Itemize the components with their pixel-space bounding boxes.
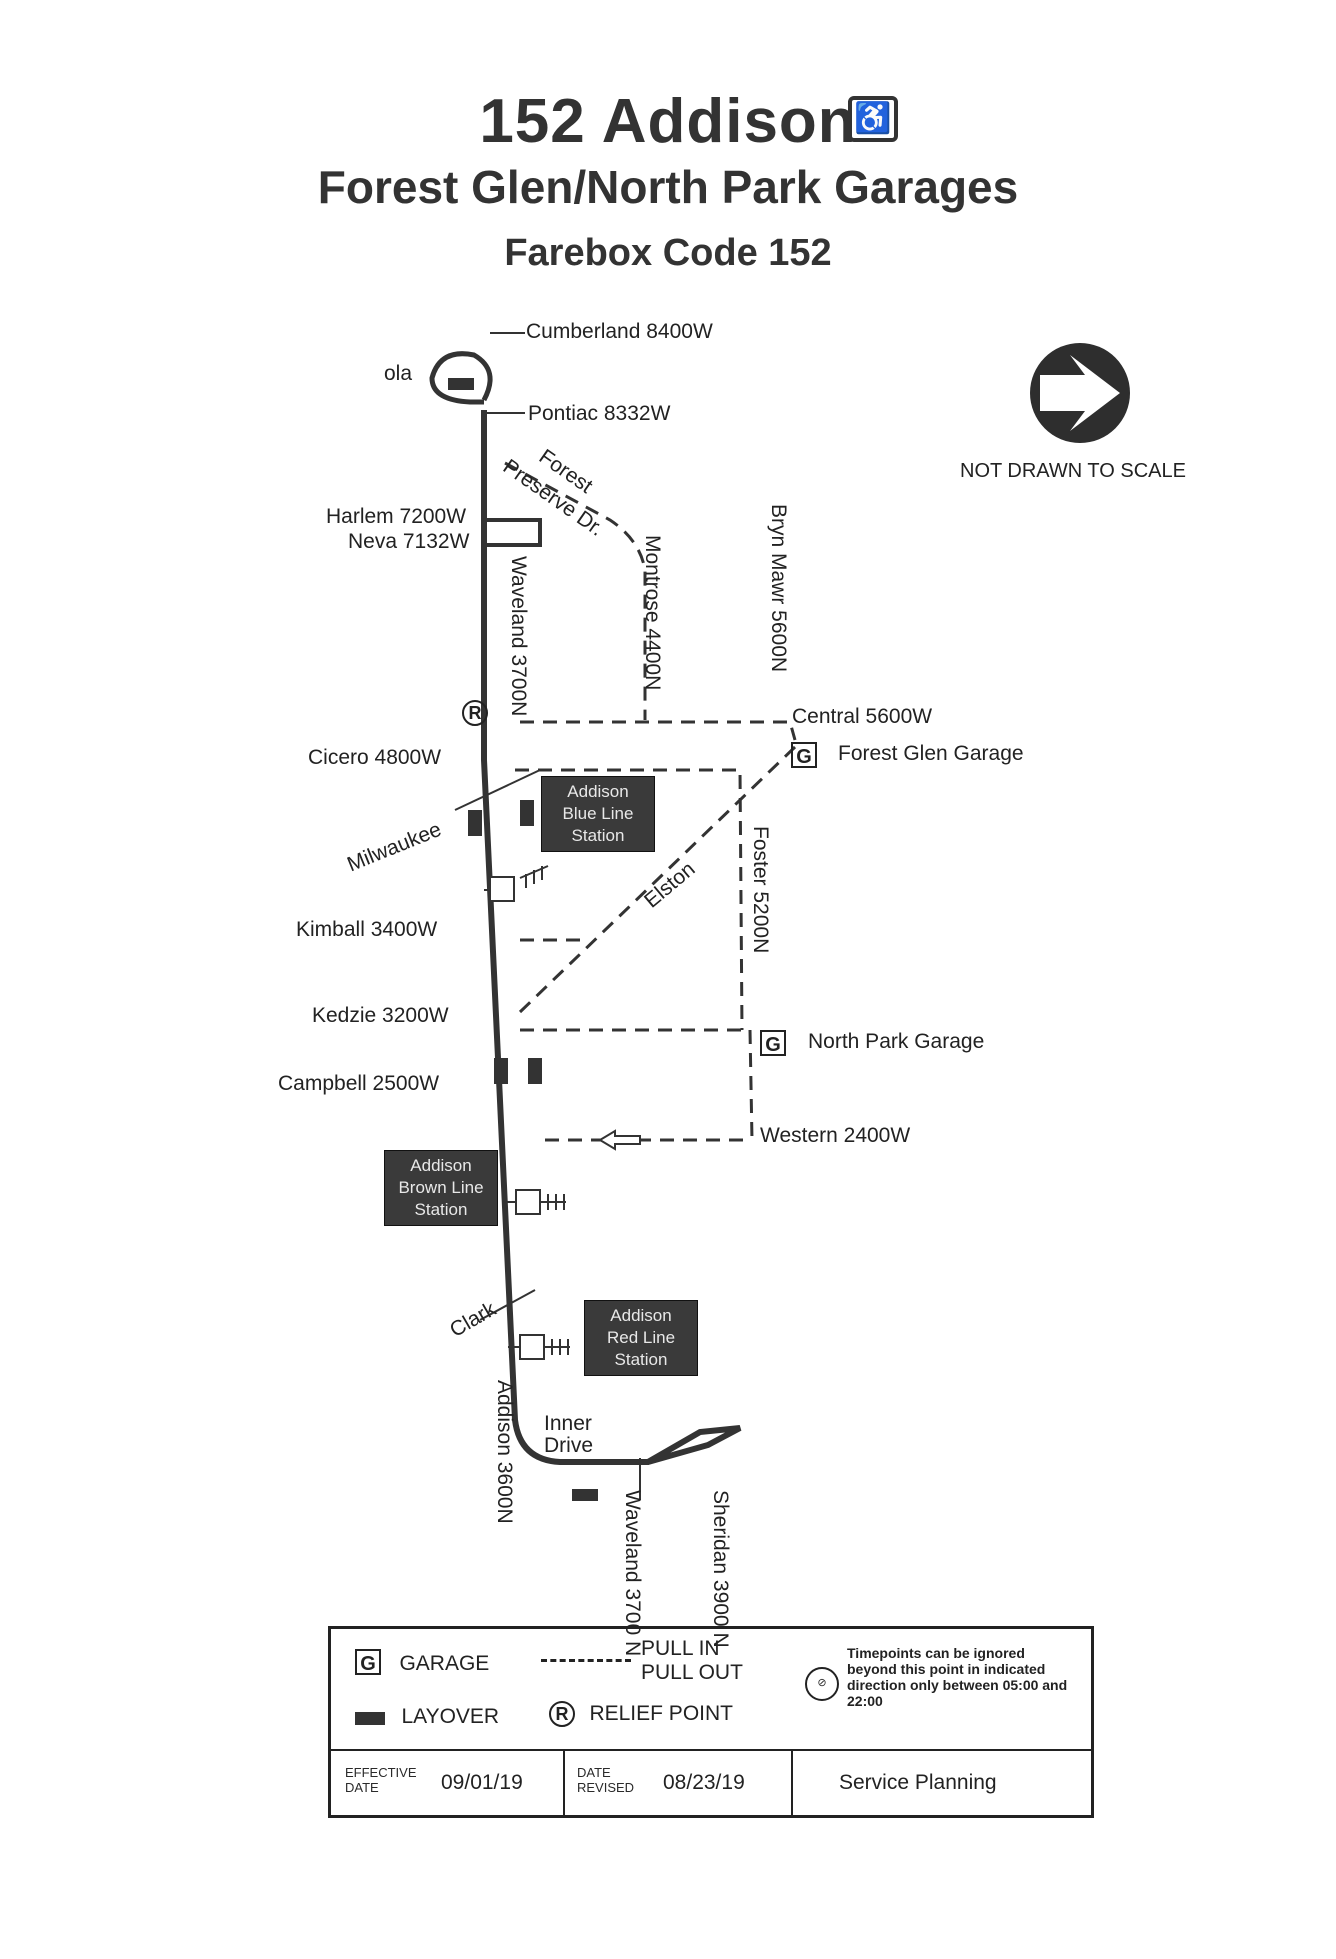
pull-in-out-line	[541, 1659, 631, 1662]
legend-timepoint-note: Timepoints can be ignored beyond this po…	[847, 1645, 1068, 1709]
blue-line-station-line: Blue Line	[562, 804, 634, 823]
elston-path	[518, 745, 797, 1014]
stop-marker	[468, 810, 482, 836]
street-foster: Foster 5200N	[749, 826, 772, 954]
brown-line-station-line: Brown Line	[398, 1178, 484, 1197]
harlem-loop	[484, 518, 542, 547]
blue-line-station: Addison Blue Line Station	[541, 776, 655, 852]
legend-garage: G GARAGE	[355, 1649, 489, 1676]
revised-date-cell: DATE REVISED 08/23/19	[563, 1751, 793, 1817]
revised-date: 08/23/19	[663, 1771, 745, 1794]
brown-line-station-name: Addison	[410, 1156, 472, 1175]
legend-garage-label: GARAGE	[399, 1652, 490, 1675]
street-waveland-south: Waveland 3700 N	[621, 1490, 644, 1657]
revised-label-1: DATE	[577, 1765, 611, 1780]
street-cumberland: Cumberland 8400W	[526, 320, 713, 343]
legend-footer: EFFECTIVE DATE 09/01/19 DATE REVISED 08/…	[331, 1749, 1091, 1817]
clark-road	[479, 1289, 536, 1321]
street-western: Western 2400W	[760, 1124, 911, 1147]
layover-icon	[355, 1712, 385, 1726]
stop-marker	[494, 1058, 508, 1084]
timepoint-icon: ⊘	[805, 1667, 839, 1701]
red-line-station-word: Station	[614, 1350, 668, 1369]
street-montrose: Montrose 4400N	[641, 535, 664, 691]
milwaukee-road	[454, 769, 541, 811]
legend-layover-label: LAYOVER	[401, 1705, 500, 1728]
effective-label-1: EFFECTIVE	[345, 1765, 417, 1780]
accessible-icon: ♿	[848, 96, 898, 142]
relief-icon: R	[549, 1701, 575, 1727]
legend-pull-in: PULL IN	[641, 1637, 720, 1660]
layover-marker-south	[572, 1489, 598, 1501]
street-inner-drive-1: Inner	[544, 1412, 592, 1435]
street-cicero: Cicero 4800W	[308, 746, 442, 769]
street-bryn-mawr: Bryn Mawr 5600N	[767, 504, 790, 673]
north-park-garage-label: North Park Garage	[808, 1030, 985, 1053]
revised-label-2: REVISED	[577, 1780, 635, 1795]
western-arrow	[598, 1129, 641, 1151]
red-line-crossing	[519, 1334, 545, 1360]
street-pontiac: Pontiac 8332W	[528, 402, 671, 425]
brown-line-crossing	[515, 1189, 541, 1215]
north-park-garage-icon: G	[760, 1030, 786, 1056]
route-title: 152 Addison	[479, 87, 857, 156]
legend-relief-label: RELIEF POINT	[589, 1702, 733, 1725]
effective-date-cell: EFFECTIVE DATE 09/01/19	[331, 1751, 565, 1817]
department-cell: Service Planning	[791, 1751, 1091, 1817]
legend-box: G GARAGE PULL IN PULL OUT ⊘ Timepoints c…	[328, 1626, 1094, 1818]
street-central: Central 5600W	[792, 705, 933, 728]
brown-line-station-word: Station	[414, 1200, 468, 1219]
street-neva: Neva 7132W	[348, 530, 470, 553]
forest-glen-garage-label: Forest Glen Garage	[838, 742, 1024, 765]
legend-relief: R RELIEF POINT	[549, 1701, 733, 1727]
street-campbell: Campbell 2500W	[278, 1072, 440, 1095]
central-pullout	[520, 720, 797, 741]
effective-label-2: DATE	[345, 1780, 379, 1795]
layover-marker-top	[448, 378, 474, 390]
kedzie-pullout	[520, 1028, 754, 1141]
blue-line-station-word: Station	[571, 826, 625, 845]
legend-pull-out: PULL OUT	[641, 1661, 743, 1684]
street-addison: Addison 3600N	[493, 1380, 516, 1524]
blue-line-crossing	[489, 876, 515, 902]
route-line	[481, 410, 742, 1465]
legend-layover: LAYOVER	[355, 1705, 499, 1729]
north-arrow-icon	[1030, 343, 1130, 443]
effective-date: 09/01/19	[441, 1771, 523, 1794]
street-inner-drive-2: Drive	[544, 1434, 594, 1457]
farebox-code: Farebox Code 152	[504, 232, 832, 274]
street-ola: ola	[384, 362, 413, 385]
street-waveland-north: Waveland 3700N	[507, 556, 530, 717]
street-kedzie: Kedzie 3200W	[312, 1004, 449, 1027]
department: Service Planning	[839, 1771, 997, 1794]
garage-icon: G	[355, 1649, 381, 1675]
relief-point-icon: R	[462, 700, 488, 726]
stop-marker	[528, 1058, 542, 1084]
street-sheridan: Sheridan 3900 N	[709, 1490, 732, 1648]
ola-loop	[429, 351, 493, 405]
forest-glen-garage-icon: G	[791, 742, 817, 768]
route-subtitle: Forest Glen/North Park Garages	[317, 161, 1019, 213]
red-line-station: Addison Red Line Station	[584, 1300, 698, 1376]
not-to-scale-note: NOT DRAWN TO SCALE	[960, 460, 1186, 482]
red-line-station-line: Red Line	[606, 1328, 676, 1347]
blue-line-station-name: Addison	[567, 782, 629, 801]
street-kimball: Kimball 3400W	[296, 918, 438, 941]
legend-pull: PULL IN PULL OUT	[641, 1637, 743, 1685]
cicero-pullout	[515, 768, 744, 1031]
street-harlem: Harlem 7200W	[326, 505, 467, 528]
red-line-station-name: Addison	[610, 1306, 672, 1325]
forest-preserve-path	[504, 461, 647, 720]
stop-marker	[520, 800, 534, 826]
brown-line-station: Addison Brown Line Station	[384, 1150, 498, 1226]
